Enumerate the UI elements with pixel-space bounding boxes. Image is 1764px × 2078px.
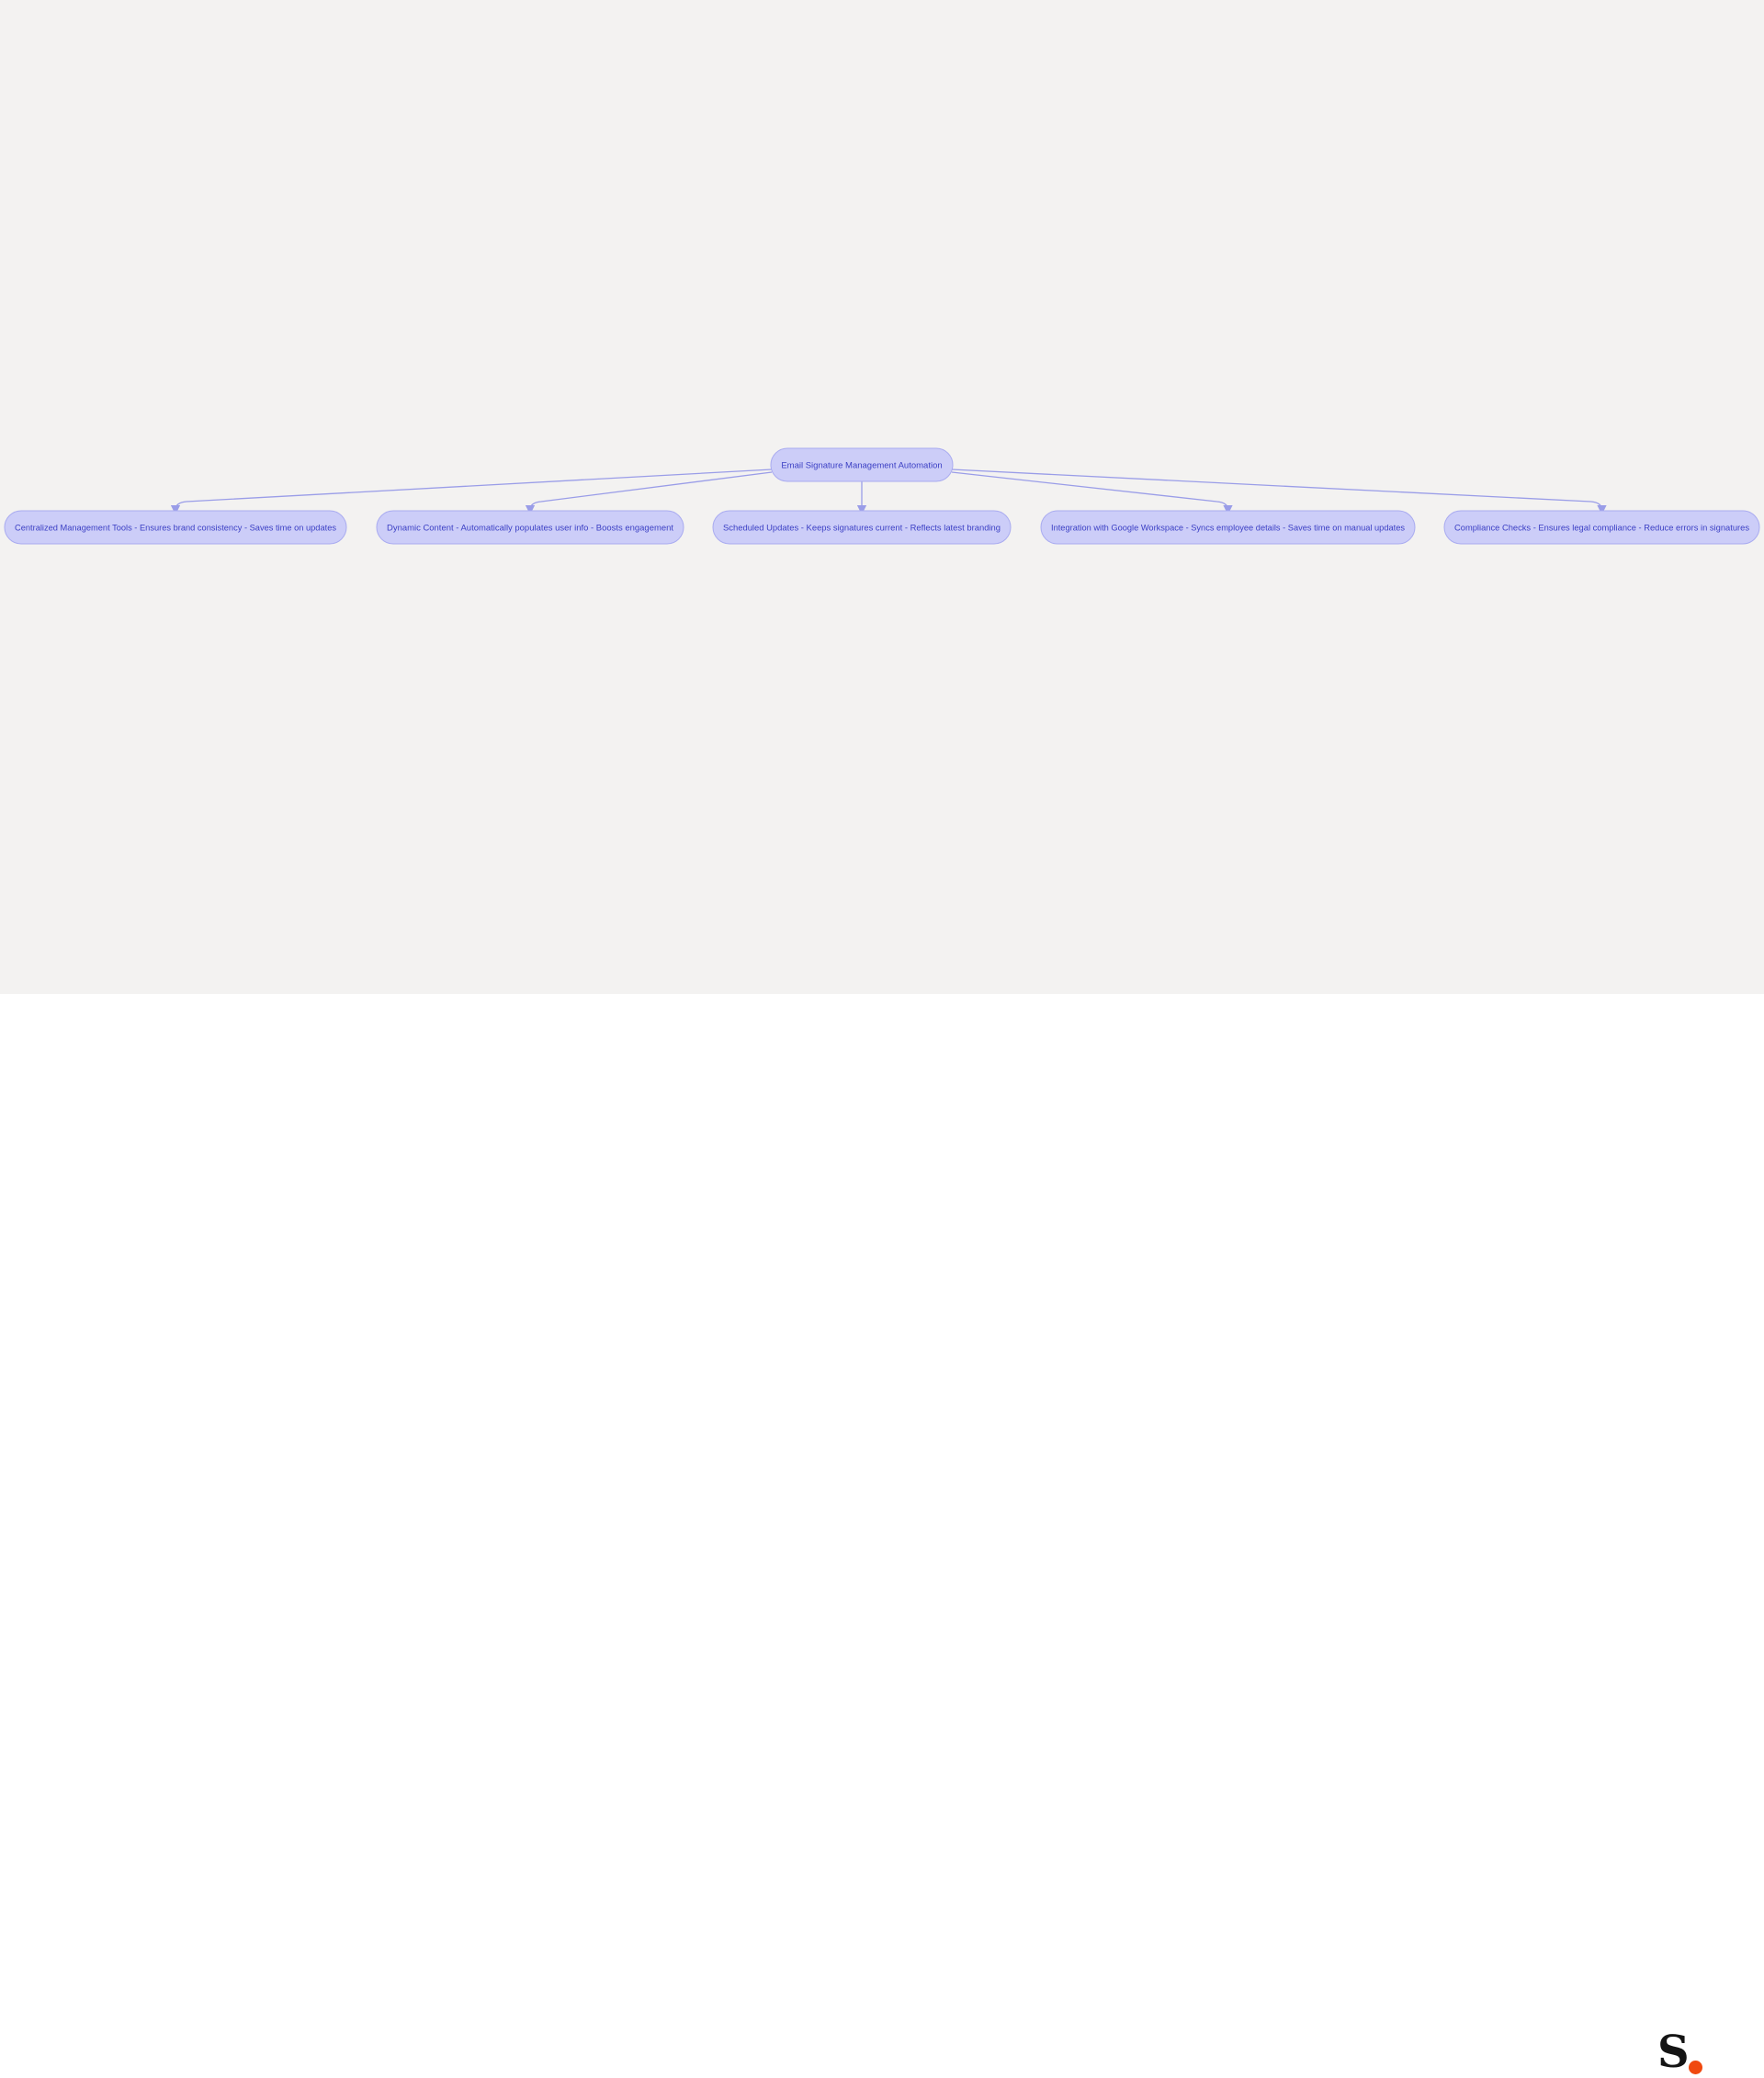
child-node-1-label: Centralized Management Tools - Ensures b… — [15, 524, 336, 534]
child-node-4-shape — [1040, 510, 1416, 545]
logo-letter: S — [1657, 2027, 1690, 2078]
brand-logo: S — [1654, 2027, 1709, 2078]
footer: S — [0, 994, 1764, 2078]
logo-dot — [1689, 2061, 1702, 2074]
root-node-label: Email Signature Management Automation — [781, 461, 942, 471]
tree-diagram: Email Signature Management AutomationCen… — [4, 447, 1760, 545]
child-node-3: Scheduled Updates - Keeps signatures cur… — [712, 510, 1012, 545]
child-node-3-shape — [712, 510, 1012, 545]
root-node-shape — [770, 447, 954, 482]
child-node-2-label: Dynamic Content - Automatically populate… — [387, 524, 673, 534]
edge-root-to-c1 — [170, 469, 773, 515]
child-node-4: Integration with Google Workspace - Sync… — [1040, 510, 1416, 545]
child-node-5-label: Compliance Checks - Ensures legal compli… — [1454, 524, 1749, 534]
child-node-2: Dynamic Content - Automatically populate… — [376, 510, 684, 545]
child-node-5-shape — [1443, 510, 1760, 545]
edge-root-to-c4 — [951, 471, 1233, 515]
edge-root-to-c2 — [525, 471, 773, 515]
edges-group — [170, 469, 1607, 515]
edge-root-to-c5 — [951, 469, 1607, 515]
child-node-1: Centralized Management Tools - Ensures b… — [4, 510, 347, 545]
child-node-5: Compliance Checks - Ensures legal compli… — [1443, 510, 1760, 545]
root-node: Email Signature Management Automation — [770, 447, 954, 482]
child-node-2-shape — [376, 510, 684, 545]
child-node-4-label: Integration with Google Workspace - Sync… — [1051, 524, 1405, 534]
nodes-group: Email Signature Management AutomationCen… — [4, 447, 1760, 545]
child-node-1-shape — [4, 510, 347, 545]
child-node-3-label: Scheduled Updates - Keeps signatures cur… — [723, 524, 1001, 534]
